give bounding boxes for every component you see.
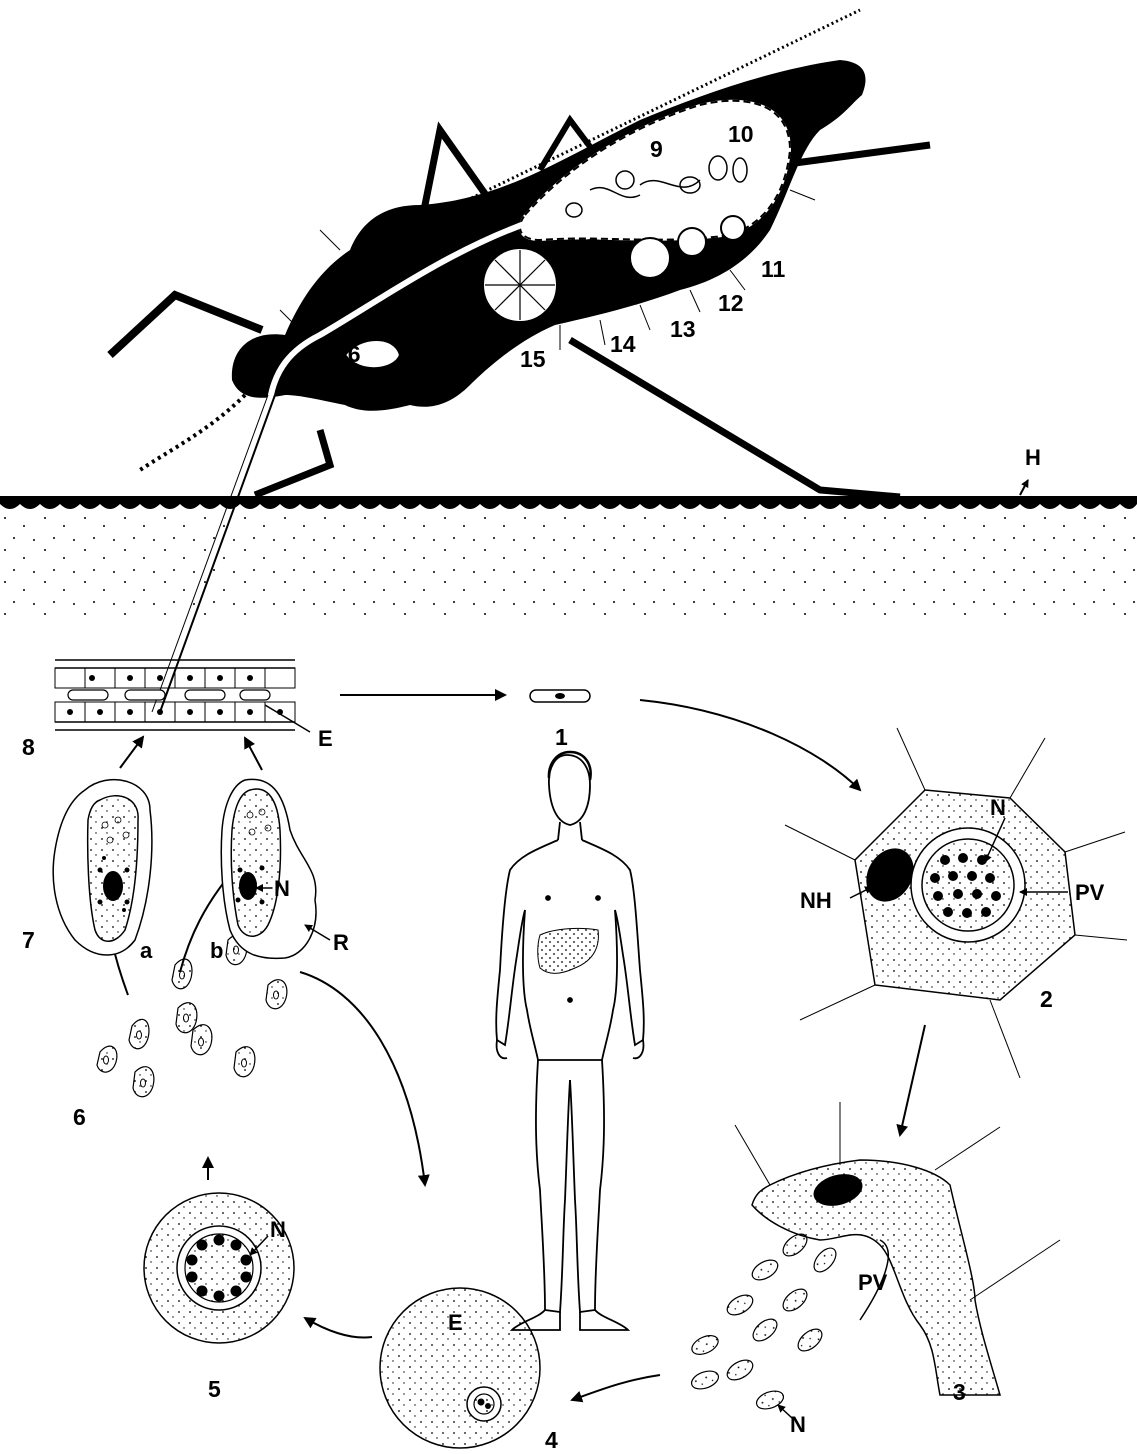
label-E-capillary: E: [318, 726, 333, 751]
arrow-7b-to-8: [245, 738, 262, 770]
stage-2-host-cell: N NH PV 2: [785, 728, 1127, 1078]
stage-6-merozoites: 6: [73, 935, 287, 1130]
label-E-stage4: E: [448, 1310, 463, 1335]
label-7b: b: [210, 938, 223, 963]
stage-number-5: 5: [208, 1376, 221, 1402]
host-skin: H: [0, 445, 1137, 616]
liver-shape: [538, 928, 599, 973]
stage-3-ruptured-cell: PV N 3: [689, 1102, 1060, 1437]
label-13: 13: [670, 316, 696, 342]
label-15: 15: [520, 346, 546, 372]
human-host-figure: [496, 752, 644, 1330]
label-PV-stage3: PV: [858, 1270, 888, 1295]
label-11: 11: [761, 256, 786, 282]
stage-number-6: 6: [73, 1104, 86, 1130]
leg-rear-2: [570, 340, 900, 497]
stage-7-gametocytes: a N R b 7: [22, 779, 349, 963]
label-PV-stage2: PV: [1075, 880, 1105, 905]
label-NH: NH: [800, 888, 832, 913]
stage-number-4: 4: [545, 1427, 558, 1453]
released-amastigotes: [689, 1230, 840, 1412]
stage-number-1: 1: [555, 724, 568, 750]
stage-number-8: 8: [22, 734, 35, 760]
arrow-7a-to-8: [120, 737, 143, 768]
label-N-stage2: N: [990, 795, 1006, 820]
erythrocytes: [68, 690, 270, 700]
stage-number-3: 3: [953, 1379, 966, 1405]
stage-1-parasite: 1: [530, 690, 590, 750]
label-16: 16: [335, 341, 361, 367]
stage-number-2: 2: [1040, 986, 1053, 1012]
arrow-2-to-3: [900, 1025, 925, 1135]
label-host-H: H: [1025, 445, 1041, 470]
stage-5-schizont: N 5: [144, 1193, 294, 1402]
label-N-stage7: N: [274, 876, 290, 901]
label-14: 14: [610, 331, 636, 357]
arrow-3-to-4: [572, 1375, 660, 1400]
leg-front: [110, 295, 262, 355]
stage-number-7: 7: [22, 927, 35, 953]
label-9: 9: [650, 136, 663, 162]
leg-under: [255, 430, 330, 495]
label-N-stage5: N: [270, 1217, 286, 1242]
arrow-6-to-4: [300, 972, 425, 1185]
radial-structure: [485, 250, 555, 320]
label-R: R: [333, 930, 349, 955]
label-7a: a: [140, 938, 153, 963]
label-10: 10: [728, 121, 754, 147]
stage-8-capillary: E 8: [22, 660, 333, 760]
label-12: 12: [718, 290, 744, 316]
arrow-4-to-5: [305, 1318, 372, 1338]
label-N-stage3: N: [790, 1412, 806, 1437]
stage-4-erythrocyte: E 4: [380, 1288, 558, 1453]
arrow-1-to-2: [640, 700, 860, 790]
antenna-lower: [140, 395, 245, 470]
